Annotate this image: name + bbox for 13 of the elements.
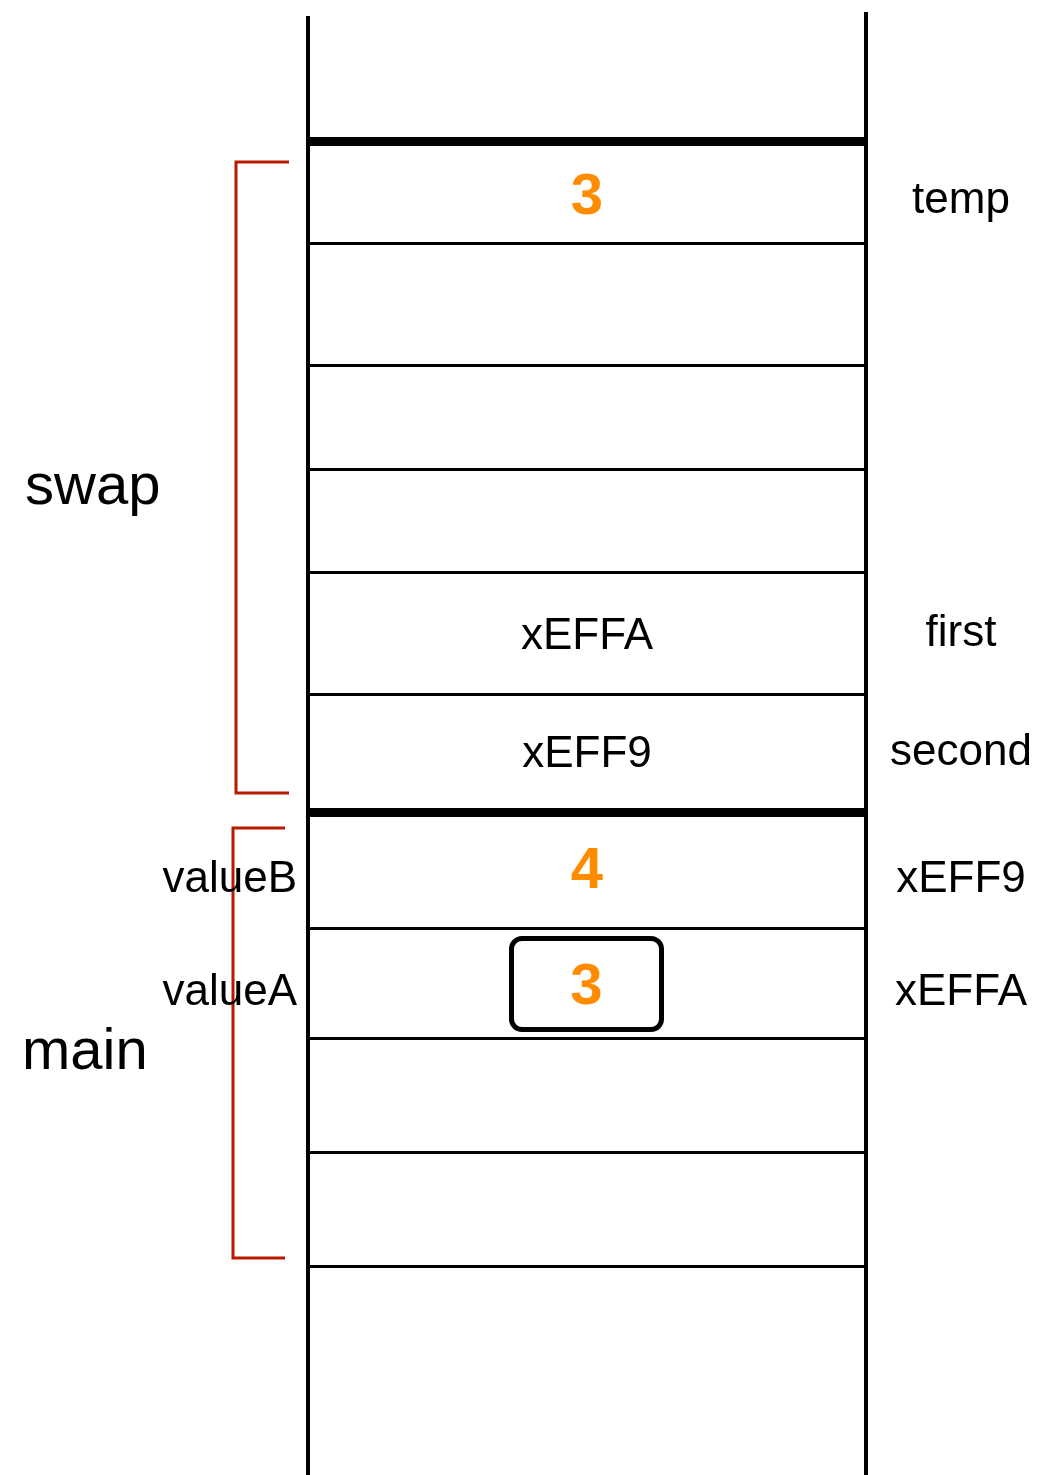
memory-cell (310, 137, 864, 245)
variable-label: second (889, 728, 1033, 772)
variable-label: xEFFA (894, 968, 1028, 1012)
frame-label: main (22, 1020, 148, 1078)
variable-label: first (924, 609, 998, 653)
highlight-box (509, 936, 664, 1032)
variable-label: temp (911, 176, 1011, 220)
variable-label: xEFF9 (895, 855, 1027, 899)
cell-value: 3 (569, 165, 605, 223)
cell-value: 3 (569, 955, 604, 1013)
address-value: xEFF9 (521, 730, 653, 774)
address-value: xEFFA (520, 611, 654, 656)
cell-value: 4 (569, 838, 605, 897)
